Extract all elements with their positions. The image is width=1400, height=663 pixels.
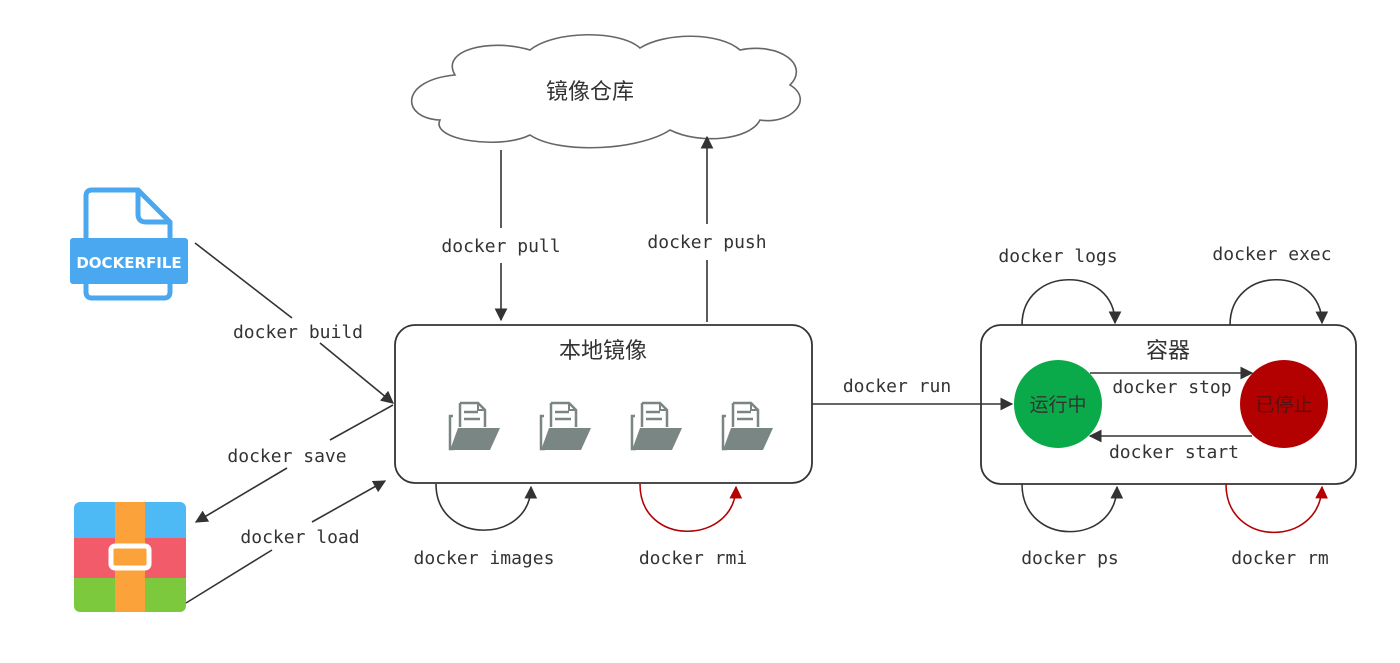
image-file-icon xyxy=(630,401,682,451)
rmi-loop-arrow xyxy=(639,483,743,532)
build-arrow xyxy=(319,342,394,404)
running-state-circle xyxy=(1014,360,1102,448)
image-file-icon xyxy=(448,401,500,451)
images-loop-arrow xyxy=(435,483,538,531)
running-state-label: 运行中 xyxy=(1029,394,1086,416)
run-label: docker run xyxy=(843,376,951,397)
push-label: docker push xyxy=(647,232,766,253)
container-label: 容器 xyxy=(1146,339,1190,364)
rmi-label: docker rmi xyxy=(639,548,747,569)
dockerfile-label: DOCKERFILE xyxy=(76,254,181,272)
local-images-label: 本地镜像 xyxy=(559,339,647,364)
load-arrow-lower xyxy=(185,549,273,604)
save-arrow-upper xyxy=(329,404,394,441)
logs-label: docker logs xyxy=(998,246,1117,267)
load-label: docker load xyxy=(240,527,359,548)
save-arrow xyxy=(194,467,288,523)
pull-label: docker pull xyxy=(441,236,560,257)
build-label: docker build xyxy=(233,322,363,343)
archive-icon xyxy=(74,502,186,612)
local-images-box: 本地镜像 xyxy=(394,324,813,484)
stopped-state-label: 已停止 xyxy=(1255,394,1312,416)
stopped-state-circle xyxy=(1240,360,1328,448)
image-file-icon xyxy=(539,401,591,451)
ps-loop-arrow xyxy=(1021,483,1124,533)
ps-label: docker ps xyxy=(1021,548,1119,569)
logs-loop-arrow xyxy=(1021,279,1122,326)
save-label: docker save xyxy=(227,446,346,467)
exec-loop-arrow xyxy=(1229,279,1329,326)
image-registry-cloud: 镜像仓库 xyxy=(411,33,802,149)
build-arrow-upper xyxy=(194,242,293,319)
rm-loop-arrow xyxy=(1225,483,1329,534)
rm-label: docker rm xyxy=(1231,548,1329,569)
load-arrow xyxy=(311,480,387,523)
start-label: docker start xyxy=(1109,442,1239,463)
stop-label: docker stop xyxy=(1112,377,1231,398)
exec-label: docker exec xyxy=(1212,244,1331,265)
dockerfile-icon: DOCKERFILE xyxy=(70,187,188,301)
registry-label: 镜像仓库 xyxy=(546,80,634,105)
images-label: docker images xyxy=(414,548,555,569)
image-file-icon xyxy=(721,401,773,451)
container-box: 容器 运行中 已停止 xyxy=(980,324,1357,485)
